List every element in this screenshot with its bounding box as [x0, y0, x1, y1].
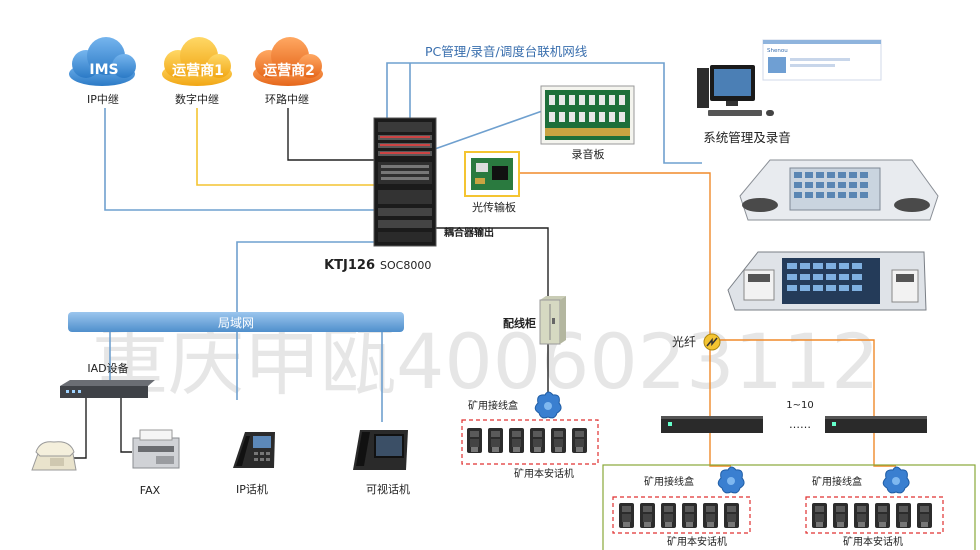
- connection-lines: [72, 62, 896, 467]
- safety-phones-label: 矿用本安话机: [514, 467, 574, 480]
- top-pc-link: [386, 62, 702, 164]
- op1-link: [196, 108, 375, 186]
- safety-phones-label-3: 矿用本安话机: [843, 535, 903, 548]
- mine-phone: [572, 428, 587, 453]
- junction-box-label-3: 矿用接线盒: [812, 475, 862, 488]
- ims-cloud-label: IMS: [89, 62, 118, 78]
- ims-link: [104, 108, 375, 211]
- pc-screen-popup: Shenou: [762, 39, 882, 81]
- op2-caption: 环路中继: [265, 93, 309, 106]
- mine-phone: [854, 503, 869, 528]
- coupler-output-label: 耦合器输出: [444, 226, 494, 239]
- op2-cloud: 运营商2 环路中继: [253, 37, 323, 106]
- video-phone: [353, 430, 408, 470]
- mine-phone: [661, 503, 676, 528]
- mine-phone: [551, 428, 566, 453]
- mine-phone: [530, 428, 545, 453]
- lan-bar: [68, 312, 404, 332]
- junction-box-icon: [717, 466, 745, 494]
- ip-phone-label: IP话机: [236, 482, 268, 496]
- mine-phone: [917, 503, 932, 528]
- op1-cloud-shape: [162, 37, 232, 86]
- mine-phone: [682, 503, 697, 528]
- iad-to-phone-link: [72, 398, 87, 459]
- lan-label: 局域网: [218, 316, 254, 330]
- ip-phone: [233, 432, 275, 468]
- ims-cloud-shape: [69, 37, 136, 86]
- top-link-label: PC管理/录音/调度台联机网线: [425, 44, 588, 59]
- mine-area-frame: [602, 464, 976, 550]
- safety-phones-group-1: [461, 419, 599, 465]
- mine-phone: [703, 503, 718, 528]
- mine-phone: [467, 428, 482, 453]
- op1-cloud-label: 运营商1: [172, 62, 224, 79]
- safety-phones-group-2: [612, 496, 751, 534]
- op2-cloud-shape: [253, 37, 323, 86]
- pc-mgmt-label: 系统管理及录音: [703, 130, 791, 145]
- recording-board-link: [431, 109, 546, 151]
- junction-box-icon: [882, 466, 910, 494]
- op1-caption: 数字中继: [175, 92, 219, 106]
- junction-box-label: 矿用接线盒: [468, 399, 518, 412]
- analog-phone: [31, 441, 77, 471]
- distribution-cabinet-label: 配线柜: [503, 316, 536, 330]
- video-phone-label: 可视话机: [366, 482, 410, 496]
- junction-box-icon: [534, 391, 562, 419]
- fiber-connector-icon: [703, 333, 721, 351]
- recording-board-label: 录音板: [572, 147, 605, 161]
- iad-label: IAD设备: [87, 361, 128, 375]
- fax-label: FAX: [140, 484, 161, 497]
- switch-rack: [373, 117, 437, 247]
- distribution-cabinet: [539, 296, 566, 345]
- iad-device: [60, 380, 155, 398]
- fiber-drop-2: [873, 433, 896, 467]
- fax-machine: [132, 429, 180, 469]
- ims-caption: IP中继: [87, 93, 119, 106]
- op2-cloud-label: 运营商2: [263, 62, 315, 79]
- fiber-branch: [710, 339, 875, 416]
- mine-phone: [875, 503, 890, 528]
- ellipsis-label: ……: [789, 418, 811, 431]
- op2-link: [287, 108, 375, 161]
- mine-phone: [812, 503, 827, 528]
- dispatch-console-keypad: [739, 159, 939, 221]
- switch-model-label: KTJ126: [324, 258, 375, 273]
- fiber-drop-1: [709, 433, 731, 467]
- iad-to-fax-link: [120, 398, 132, 453]
- mine-phone: [896, 503, 911, 528]
- mine-phone: [833, 503, 848, 528]
- safety-phones-group-3: [805, 496, 944, 534]
- switch-series-label: SOC8000: [380, 259, 431, 272]
- mine-phone: [640, 503, 655, 528]
- optical-board-label: 光传输板: [472, 200, 516, 214]
- mine-phone: [619, 503, 634, 528]
- mine-phone: [509, 428, 524, 453]
- fiber-mux-2: [825, 416, 927, 433]
- mine-phone: [488, 428, 503, 453]
- optical-board: [464, 151, 520, 197]
- screen-title: Shenou: [767, 48, 788, 54]
- fiber-label: 光纤: [672, 335, 696, 349]
- dispatch-console-touchscreen: [727, 251, 927, 311]
- ims-cloud: IMS IP中继: [69, 37, 136, 106]
- range-label: 1~10: [786, 400, 813, 411]
- mine-phone: [724, 503, 739, 528]
- coupler-link: [433, 227, 549, 298]
- switch-to-lan-link: [236, 241, 400, 312]
- safety-phones-label-2: 矿用本安话机: [667, 535, 727, 548]
- junction-box-label-2: 矿用接线盒: [644, 475, 694, 488]
- op1-cloud: 运营商1 数字中继: [162, 37, 232, 106]
- pc-computer: [697, 65, 774, 116]
- recording-board: [540, 85, 635, 145]
- fiber-mux-1: [661, 416, 763, 433]
